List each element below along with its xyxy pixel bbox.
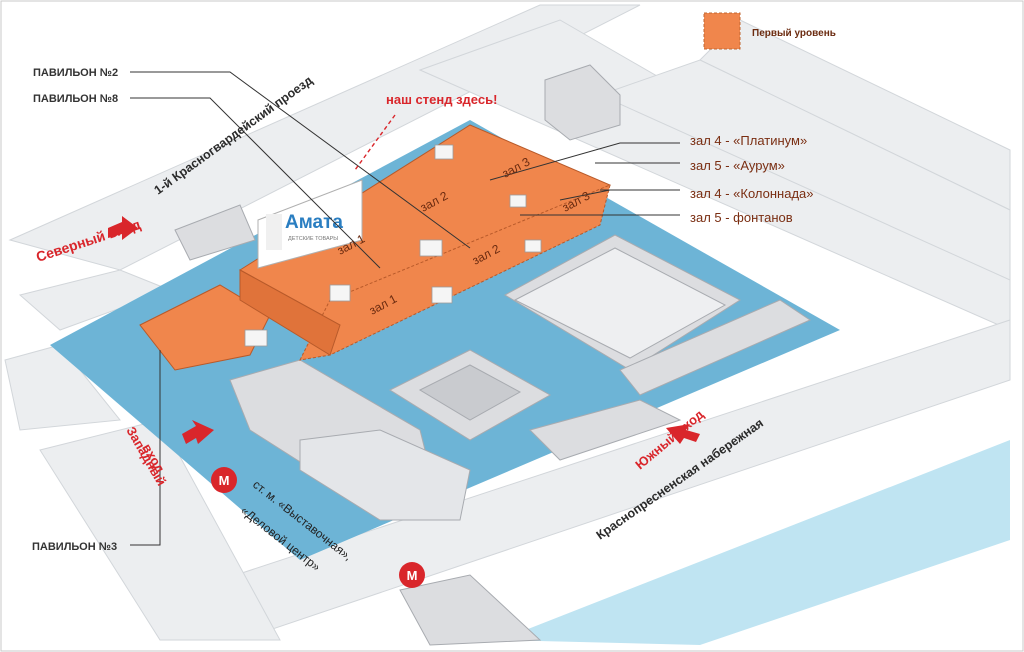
svg-text:М: М [219,473,230,488]
legend-swatch [703,12,741,50]
hall-label-aurum: зал 5 - «Аурум» [690,158,785,173]
metro-icon: М [399,562,425,588]
hall-label-fountains: зал 5 - фонтанов [690,210,793,225]
leader-lines [130,71,680,546]
hall-label-colonnade: зал 4 - «Колоннада» [690,186,814,201]
stand-marker: наш стенд здесь! [386,92,497,107]
stand-line [354,114,396,171]
grey-buildings [174,64,812,521]
logo-tagline: ДЕТСКИЕ ТОВАРЫ [288,236,338,242]
metro-passage [399,574,542,646]
hall-label-platinum: зал 4 - «Платинум» [690,133,807,148]
arrow-west-icon [182,420,214,444]
arrow-north-icon [108,216,138,240]
river [500,440,1010,645]
arrow-south-icon [666,424,700,444]
metro-icon: М [211,467,237,493]
roof-blocks [244,144,542,347]
pavilion-orange [139,124,612,371]
label-pavilion-8: ПАВИЛЬОН №8 [33,93,118,105]
label-pavilion-2: ПАВИЛЬОН №2 [33,67,118,79]
svg-text:М: М [407,568,418,583]
legend-label: Первый уровень [752,28,836,39]
label-pavilion-3: ПАВИЛЬОН №3 [32,541,117,553]
territory [50,120,840,560]
